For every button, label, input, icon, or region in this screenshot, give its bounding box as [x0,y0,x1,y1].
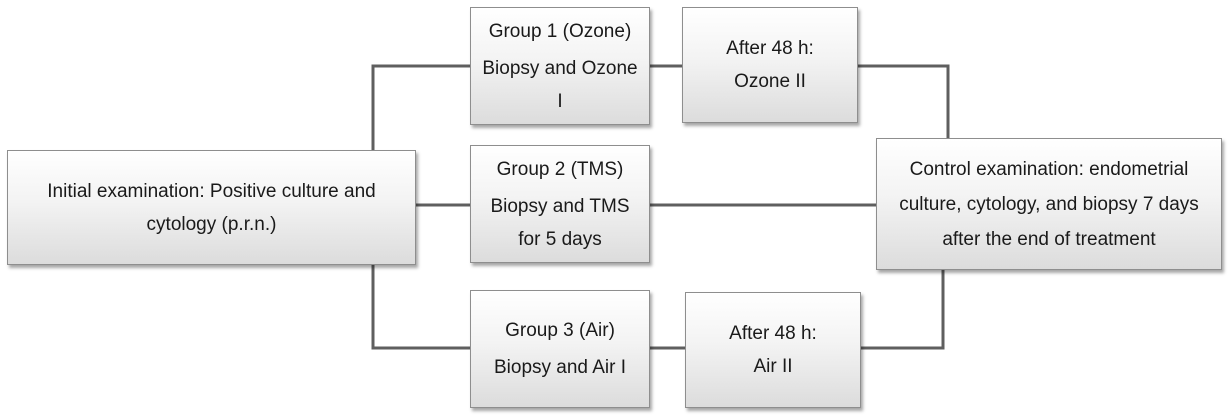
group3-box: Group 3 (Air) Biopsy and Air I [470,290,650,408]
control-examination-line-3: after the end of treatment [942,228,1156,250]
group2-line-1: Biopsy and TMS [490,195,630,217]
group3-after-line-1: After 48 h: [729,323,817,344]
initial-examination-line-1: Initial examination: Positive culture an… [47,180,376,202]
group3-line-1: Biopsy and Air I [493,357,627,378]
group3-after-box: After 48 h: Air II [685,292,861,408]
control-examination-box: Control examination: endometrial culture… [876,138,1222,270]
group1-line-2: I [557,90,563,112]
initial-examination-box: Initial examination: Positive culture an… [7,150,416,265]
initial-examination-line-2: cytology (p.r.n.) [146,213,277,235]
control-examination-line-1: Control examination: endometrial [909,158,1189,180]
group1-after-line-2: Ozone II [734,71,806,92]
group2-line-2: for 5 days [518,228,602,250]
group1-line-1: Biopsy and Ozone [482,57,638,79]
group2-title: Group 2 (TMS) [496,158,624,180]
group1-box: Group 1 (Ozone) Biopsy and Ozone I [470,7,650,125]
control-examination-line-2: culture, cytology, and biopsy 7 days [899,193,1199,215]
group1-after-box: After 48 h: Ozone II [682,7,858,123]
group2-box: Group 2 (TMS) Biopsy and TMS for 5 days [470,145,650,263]
group3-title: Group 3 (Air) [505,320,615,341]
group1-title: Group 1 (Ozone) [488,20,632,42]
group1-after-line-1: After 48 h: [726,38,814,59]
group3-after-line-2: Air II [753,356,793,377]
